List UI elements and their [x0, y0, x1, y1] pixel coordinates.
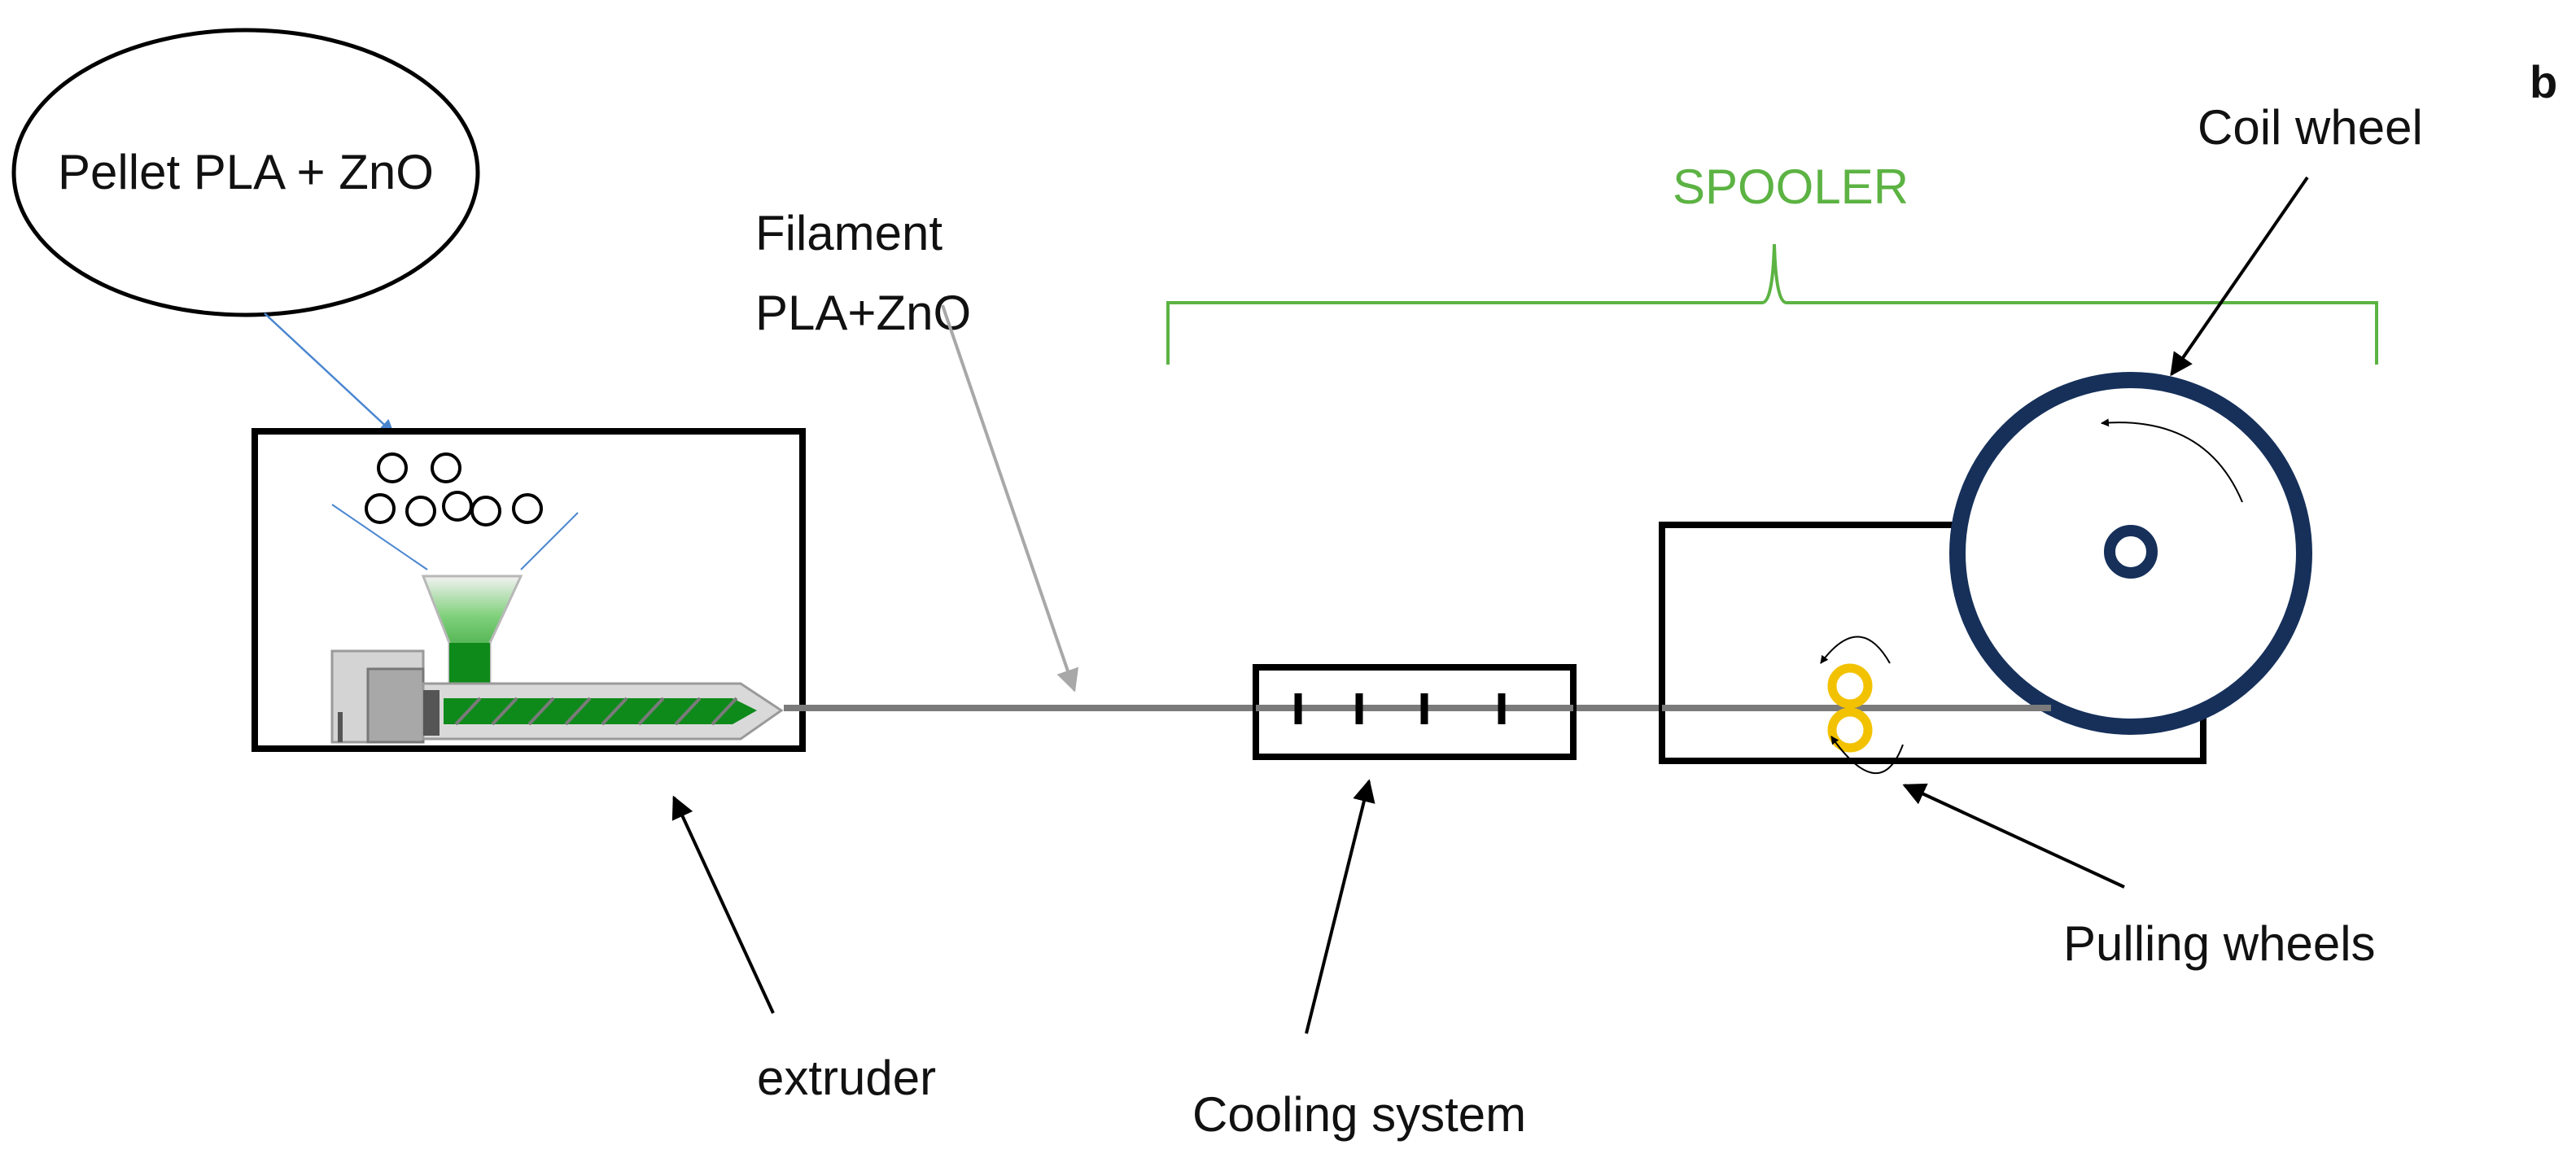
pulling-wheels-label: Pulling wheels: [2063, 916, 2376, 971]
pulling-wheels-pointer-arrow: [1902, 783, 2125, 889]
pellet-circle-icon: [405, 496, 436, 527]
spooler-bracket: [1166, 243, 2378, 365]
coil-wheel-label: Coil wheel: [2198, 100, 2423, 155]
cooling-fins-icon: [1294, 693, 1506, 724]
filament-label-line2: PLA+ZnO: [755, 286, 971, 340]
coil-hub-icon: [2104, 525, 2158, 579]
pellet-pointer-arrow: [264, 312, 395, 435]
pellet-label: Pellet PLA + ZnO: [58, 145, 434, 199]
cooling-system-label: Cooling system: [1192, 1087, 1526, 1142]
hopper-guide-line: [520, 512, 579, 570]
pellet-circle-icon: [377, 452, 408, 483]
pellet-circle-icon: [431, 452, 461, 483]
pulling-wheel-top-icon: [1827, 663, 1873, 709]
cooling-system-box: [1253, 664, 1577, 760]
pulling-wheel-bottom-icon: [1827, 707, 1873, 753]
coil-wheel-pointer-arrow: [2170, 176, 2309, 377]
pellet-ellipse: [11, 28, 480, 317]
pellet-circle-icon: [365, 493, 396, 524]
hopper-guide-line: [331, 504, 428, 570]
coil-rotation-arrow-icon: [2101, 418, 2243, 503]
pellet-circle-icon: [442, 491, 473, 522]
extruder-label: extruder: [757, 1051, 936, 1105]
extruder-pointer-arrow: [671, 795, 775, 1014]
extruder-screw-icon: [330, 649, 784, 744]
pulling-rotation-arrow-top-icon: [1820, 636, 1891, 664]
pellet-circle-icon: [512, 493, 543, 524]
pellet-icons: [365, 452, 543, 527]
spooler-label: SPOOLER: [1673, 159, 1909, 214]
cooling-pointer-arrow: [1305, 779, 1375, 1034]
filament-label-line1: Filament: [755, 206, 942, 260]
pellet-circle-icon: [470, 496, 501, 527]
pulling-rotation-arrow-bottom-icon: [1830, 736, 1904, 775]
panel-letter: b: [2530, 56, 2557, 107]
filament-pointer-arrow: [941, 304, 1079, 693]
